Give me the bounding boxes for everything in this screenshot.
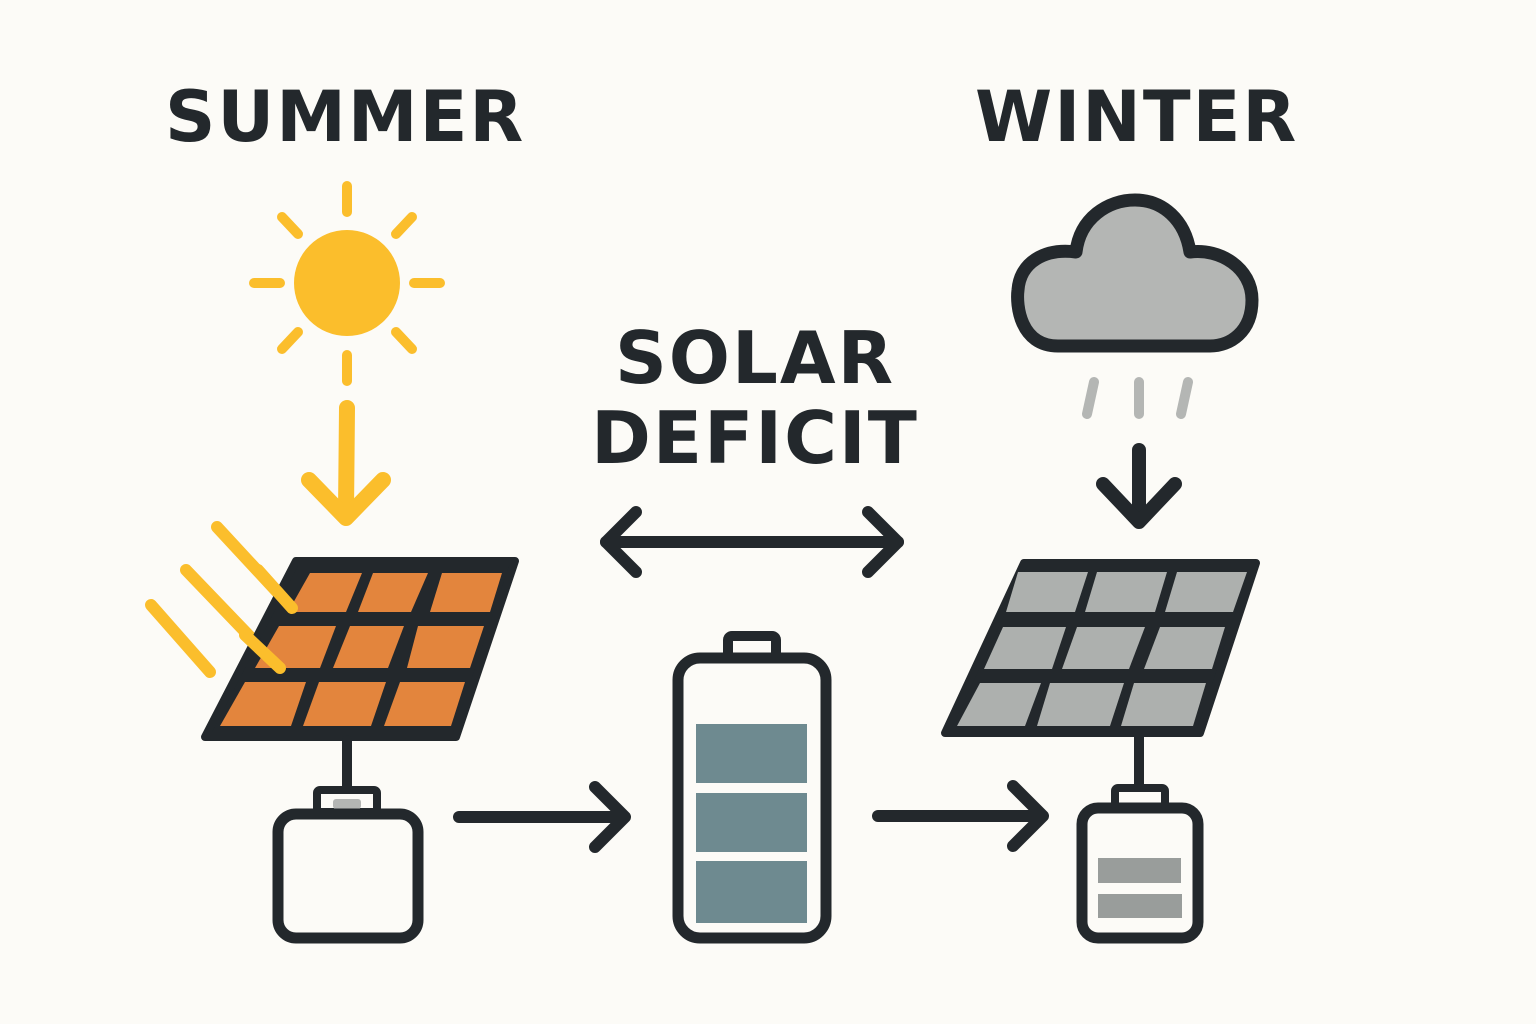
- winter-solar-panel-icon: [941, 559, 1260, 737]
- battery-full-icon: [672, 631, 832, 944]
- solar-deficit-label: SOLAR DEFICIT: [560, 318, 950, 478]
- cloud-rain-icon: [1011, 193, 1259, 419]
- summer-battery-small-empty-icon: [272, 735, 424, 944]
- summer-title: SUMMER: [165, 76, 526, 158]
- right-arrow-icon: [453, 781, 631, 853]
- sun-icon: [249, 181, 445, 386]
- solar-deficit-line1: SOLAR: [614, 316, 896, 400]
- winter-title: WINTER: [975, 76, 1299, 158]
- solar-deficit-line2: DEFICIT: [591, 396, 919, 480]
- winter-down-arrow-icon: [1096, 443, 1182, 529]
- summer-down-arrow-icon: [301, 400, 391, 526]
- right-arrow-icon: [872, 780, 1049, 852]
- winter-battery-small-low-icon: [1076, 735, 1204, 944]
- double-arrow-icon: [600, 506, 904, 578]
- summer-solar-panel-icon: [201, 557, 519, 741]
